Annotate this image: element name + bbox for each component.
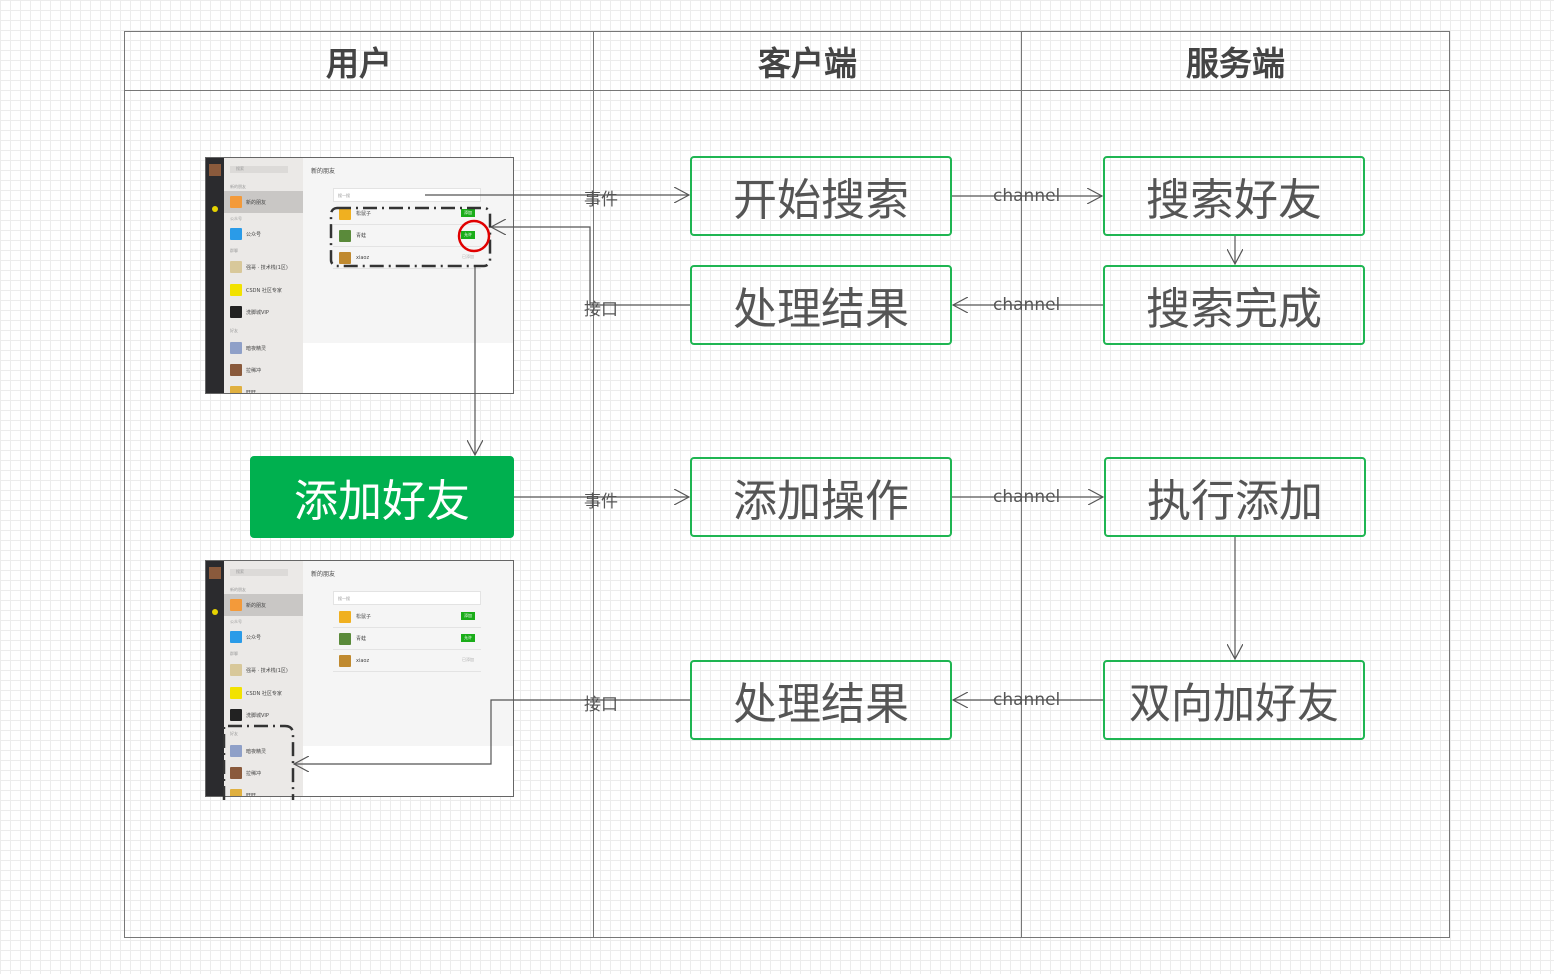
panel-title: 新的朋友 [311, 571, 336, 578]
list-item: 洗脚城VIP [224, 301, 303, 323]
search-input: 搜索 [230, 569, 288, 576]
request-row: 松鼠子添加 [333, 203, 481, 225]
node-search-friend: 搜索好友 [1103, 156, 1365, 236]
section-label: 新的朋友 [230, 587, 246, 592]
edge-label-channel: channel [993, 690, 1061, 710]
request-row: 青蛙允许 [333, 628, 481, 650]
contacts-icon [212, 609, 218, 615]
list-item: 旺旺 [224, 381, 303, 393]
list-item: 拉稀冲 [224, 359, 303, 381]
node-add-friend: 添加好友 [250, 456, 514, 538]
screenshot-new-friends-before: 搜索 新的朋友 新的朋友 公众号 公众号 群聊 强哥 · 技术栈(1区) CSD… [205, 157, 514, 394]
list-item: 公众号 [224, 223, 303, 245]
node-mutual-add: 双向加好友 [1103, 660, 1365, 740]
list-item: 公众号 [224, 626, 303, 648]
screenshot-new-friends-after: 搜索 新的朋友 新的朋友 公众号 公众号 群聊 强哥 · 技术栈(1区) CSD… [205, 560, 514, 797]
list-item: 拉稀冲 [224, 762, 303, 784]
section-label: 群聊 [230, 248, 238, 253]
list-item: 强哥 · 技术栈(1区) [224, 659, 303, 681]
swimlane-frame [124, 31, 1450, 938]
edge-label-interface: 接口 [584, 300, 618, 320]
section-label: 公众号 [230, 216, 242, 221]
highlight-allow-button [457, 219, 491, 253]
node-handle-result-2: 处理结果 [690, 660, 952, 740]
node-search-done: 搜索完成 [1103, 265, 1365, 345]
list-item: 洗脚城VIP [224, 704, 303, 726]
request-row: 青蛙允许 [333, 225, 481, 247]
edge-label-interface: 接口 [584, 695, 618, 715]
lane-header-client: 客户端 [758, 44, 857, 83]
find-input: 搜一搜 [333, 591, 481, 605]
edge-label-channel: channel [993, 487, 1061, 507]
edge-label-channel: channel [993, 186, 1061, 206]
list-item: 旺旺 [224, 784, 303, 796]
avatar [209, 567, 221, 579]
app-sidebar [206, 561, 224, 796]
list-item: 强哥 · 技术栈(1区) [224, 256, 303, 278]
lane-divider [593, 31, 594, 938]
node-handle-result-1: 处理结果 [690, 265, 952, 345]
list-item: 暗夜精灵 [224, 337, 303, 359]
edge-label-event: 事件 [584, 492, 618, 512]
edge-interface-result [491, 227, 690, 306]
list-item: CSDN 社区专家 [224, 682, 303, 704]
section-label: 新的朋友 [230, 184, 246, 189]
contact-list: 搜索 新的朋友 新的朋友 公众号 公众号 群聊 强哥 · 技术栈(1区) CSD… [224, 158, 303, 393]
node-start-search: 开始搜索 [690, 156, 952, 236]
contact-list: 搜索 新的朋友 新的朋友 公众号 公众号 群聊 强哥 · 技术栈(1区) CSD… [224, 561, 303, 796]
edge-interface-result-2 [294, 699, 690, 764]
contacts-icon [212, 206, 218, 212]
edge-label-event: 事件 [584, 190, 618, 210]
header-divider [124, 90, 1450, 91]
edge-label-channel: channel [993, 295, 1061, 315]
app-sidebar [206, 158, 224, 393]
lane-divider [1021, 31, 1022, 938]
search-input: 搜索 [230, 166, 288, 173]
section-label: 好友 [230, 731, 238, 736]
section-label: 好友 [230, 328, 238, 333]
section-label: 公众号 [230, 619, 242, 624]
list-item: 新的朋友 [224, 191, 303, 213]
list-item: CSDN 社区专家 [224, 279, 303, 301]
request-row: 松鼠子添加 [333, 606, 481, 628]
lane-header-user: 用户 [326, 44, 392, 83]
list-item: 暗夜精灵 [224, 740, 303, 762]
list-item: 新的朋友 [224, 594, 303, 616]
section-label: 群聊 [230, 651, 238, 656]
find-input: 搜一搜 [333, 188, 481, 202]
node-add-operation: 添加操作 [690, 457, 952, 537]
node-execute-add: 执行添加 [1104, 457, 1366, 537]
panel-title: 新的朋友 [311, 168, 336, 175]
lane-header-server: 服务端 [1186, 44, 1285, 83]
highlight-friend-list [222, 724, 295, 800]
highlight-request-list [329, 206, 492, 268]
avatar [209, 164, 221, 176]
